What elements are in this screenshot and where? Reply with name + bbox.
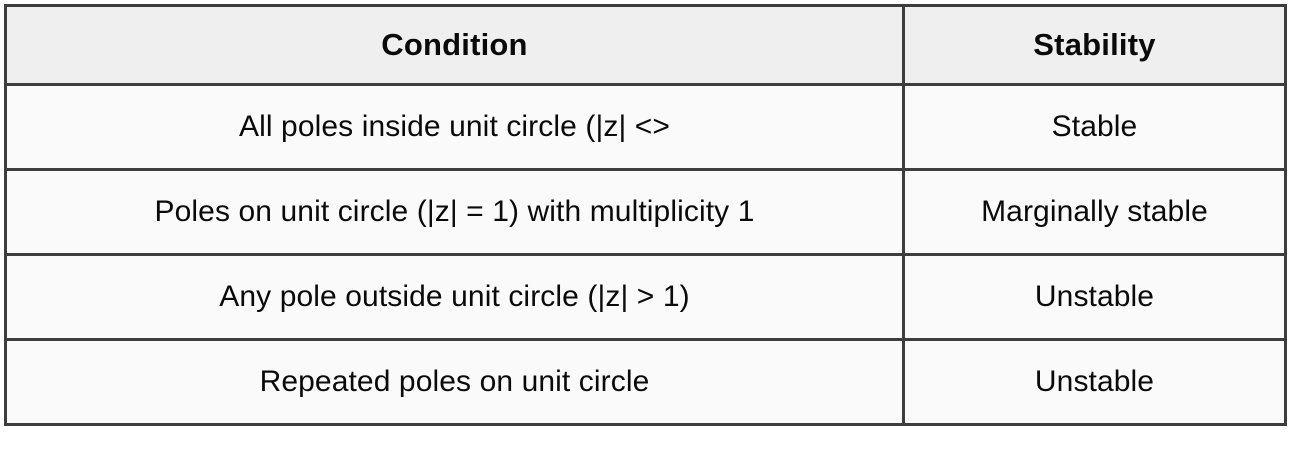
table-body: All poles inside unit circle (|z| <> Sta… [4, 83, 1287, 426]
cell-stability: Unstable [902, 253, 1287, 341]
table-row: All poles inside unit circle (|z| <> Sta… [4, 83, 1287, 171]
table-row: Repeated poles on unit circle Unstable [4, 338, 1287, 426]
column-header-condition: Condition [4, 4, 905, 86]
cell-condition: All poles inside unit circle (|z| <> [4, 83, 905, 171]
cell-stability: Marginally stable [902, 168, 1287, 256]
column-header-stability: Stability [902, 4, 1287, 86]
cell-condition: Any pole outside unit circle (|z| > 1) [4, 253, 905, 341]
cell-stability: Stable [902, 83, 1287, 171]
table-header-row: Condition Stability [4, 4, 1287, 86]
stability-criteria-table: Condition Stability All poles inside uni… [4, 4, 1287, 426]
cell-condition: Poles on unit circle (|z| = 1) with mult… [4, 168, 905, 256]
cell-condition: Repeated poles on unit circle [4, 338, 905, 426]
table-row: Poles on unit circle (|z| = 1) with mult… [4, 168, 1287, 256]
table-header: Condition Stability [4, 4, 1287, 86]
cell-stability: Unstable [902, 338, 1287, 426]
table-row: Any pole outside unit circle (|z| > 1) U… [4, 253, 1287, 341]
